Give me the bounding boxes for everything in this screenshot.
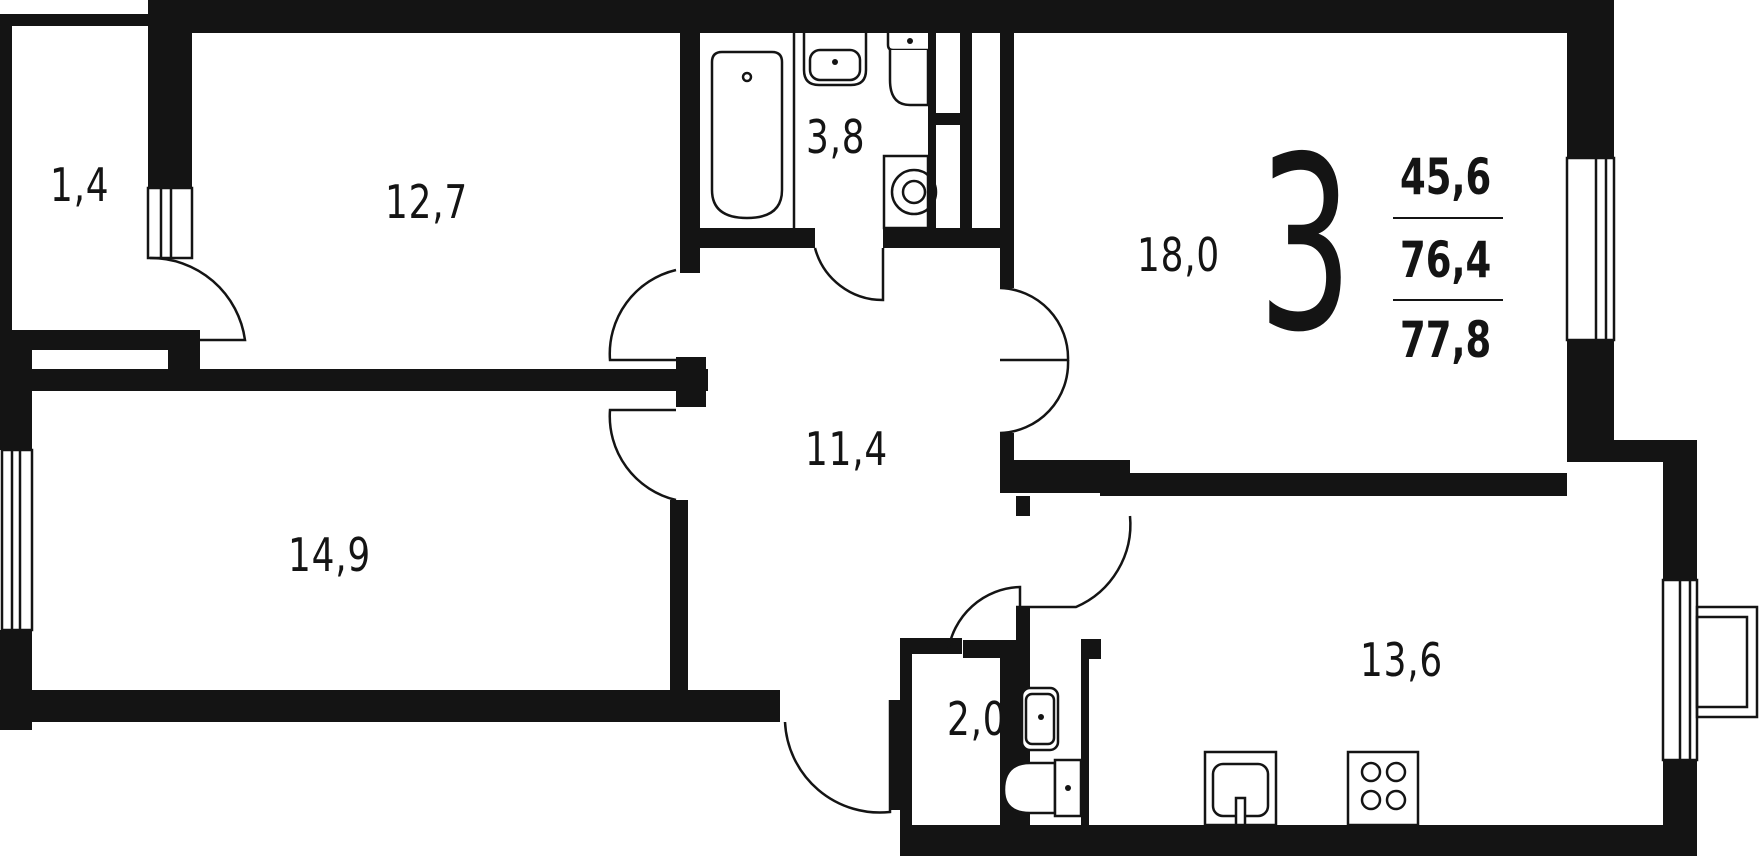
total-area-with-balcony: 77,8 (1400, 311, 1492, 369)
room-area-bedroom-2: 18,0 (1137, 228, 1221, 282)
room-count: 3 (1258, 105, 1353, 385)
doors (145, 247, 1132, 814)
living-area-total: 45,6 (1400, 148, 1492, 206)
divider-line (1393, 299, 1503, 301)
room-area-toilet: 2,0 (947, 692, 1007, 746)
bathroom-fixtures (710, 33, 938, 230)
room-area-loggia: 1,4 (50, 158, 110, 212)
room-area-hallway: 11,4 (805, 422, 889, 476)
room-area-bedroom-1: 12,7 (385, 175, 469, 229)
kitchen-fixtures (1203, 750, 1420, 827)
room-area-kitchen: 13,6 (1360, 633, 1444, 687)
total-area: 76,4 (1400, 231, 1492, 289)
toilet-fixtures (1002, 686, 1083, 818)
walls (0, 0, 1697, 856)
room-area-bedroom-3: 14,9 (288, 528, 372, 582)
windows (0, 156, 1759, 762)
divider-line (1393, 217, 1503, 219)
room-area-bathroom: 3,8 (806, 110, 866, 164)
